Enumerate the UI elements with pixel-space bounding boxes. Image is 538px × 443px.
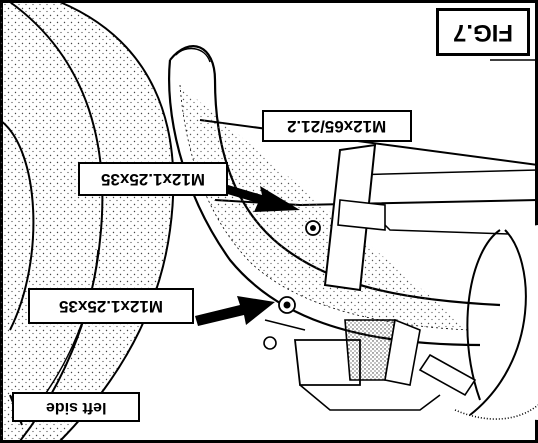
- bolt-label-upper: M12x1.25x35: [78, 162, 228, 196]
- figure-title: FIG.7: [436, 8, 530, 56]
- bolt-label-lower-text: M12x1.25x35: [59, 296, 163, 316]
- lower-bolt: [278, 296, 296, 314]
- arrow-lower-bolt: [195, 296, 275, 326]
- lower-clamp: [263, 318, 441, 411]
- mount-bracket: [305, 143, 386, 292]
- arrow-upper-bolt: [224, 185, 300, 212]
- side-label-text: left side: [45, 399, 107, 416]
- wheel-tyre: [0, 1, 175, 442]
- bolt-label-upper-text: M12x1.25x35: [101, 169, 205, 189]
- bolt-label-lower: M12x1.25x35: [28, 288, 194, 324]
- side-label: left side: [12, 392, 140, 422]
- bolt-label-top-text: M12x65/21.2: [287, 116, 387, 136]
- muffler-cylinder: [418, 225, 538, 420]
- figure-title-text: FIG.7: [452, 19, 513, 46]
- bolt-label-top: M12x65/21.2: [262, 110, 412, 142]
- wheel-rim: [0, 119, 35, 331]
